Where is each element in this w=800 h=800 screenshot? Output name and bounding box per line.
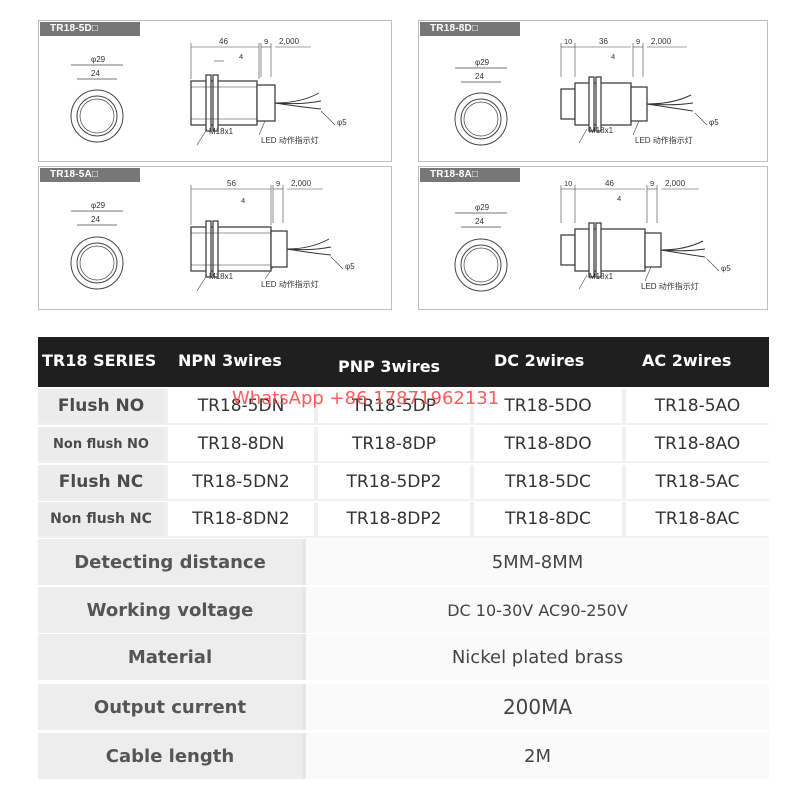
cell-pnp: TR18-8DP (318, 427, 470, 461)
cell-npn: TR18-8DN (168, 427, 314, 461)
cell-dc: TR18-8DO (474, 427, 622, 461)
svg-text:φ5: φ5 (345, 262, 355, 271)
svg-text:LED 动作指示灯: LED 动作指示灯 (261, 279, 319, 289)
svg-text:φ5: φ5 (709, 118, 719, 127)
table-row: Flush NO TR18-5DN TR18-5DP TR18-5DO TR18… (38, 389, 769, 425)
svg-text:4: 4 (611, 52, 615, 61)
svg-text:φ29: φ29 (91, 201, 106, 210)
cell-ac: TR18-8AO (626, 427, 769, 461)
cell-pnp: TR18-8DP2 (318, 502, 470, 536)
cell-dc: TR18-5DO (474, 389, 622, 423)
property-label: Detecting distance (38, 539, 302, 585)
svg-text:2,000: 2,000 (665, 179, 686, 188)
drawing-panel-tr18-5a: TR18-5A□ φ29 24 56 4 9 2,000 (38, 166, 392, 310)
svg-text:φ29: φ29 (91, 55, 106, 64)
svg-text:10: 10 (564, 37, 572, 46)
sensor-drawing: φ29 24 46 4 9 2,000 M18x1 (70, 37, 347, 146)
header-dc: DC 2wires (494, 351, 585, 370)
table-row: Flush NC TR18-5DN2 TR18-5DP2 TR18-5DC TR… (38, 465, 769, 501)
cell-dc: TR18-8DC (474, 502, 622, 536)
header-npn: NPN 3wires (178, 351, 282, 370)
svg-text:9: 9 (636, 37, 640, 46)
property-value: 200MA (306, 684, 769, 730)
row-label: Flush NO (38, 389, 164, 423)
header-ac: AC 2wires (642, 351, 732, 370)
property-value: Nickel plated brass (306, 634, 769, 680)
panel-title: TR18-8D□ (420, 22, 520, 36)
property-label: Cable length (38, 733, 302, 779)
row-label: Non flush NC (38, 502, 164, 536)
svg-text:24: 24 (91, 69, 100, 78)
property-row: Output current 200MA (38, 684, 769, 730)
svg-text:4: 4 (239, 52, 243, 61)
row-label: Flush NC (38, 465, 164, 499)
property-row: Detecting distance 5MM-8MM (38, 539, 769, 585)
svg-text:φ5: φ5 (337, 118, 347, 127)
panel-title: TR18-5A□ (40, 168, 140, 182)
svg-text:10: 10 (564, 179, 572, 188)
cell-dc: TR18-5DC (474, 465, 622, 499)
row-label: Non flush NO (38, 427, 164, 461)
svg-text:36: 36 (599, 37, 608, 46)
dimension-drawings: TR18-5D□ φ29 24 46 4 9 (0, 0, 800, 330)
panel-title: TR18-8A□ (420, 168, 520, 182)
svg-text:9: 9 (650, 179, 654, 188)
property-row: Material Nickel plated brass (38, 634, 769, 680)
svg-text:LED 动作指示灯: LED 动作指示灯 (641, 281, 699, 291)
sensor-drawing: φ29 24 10 36 4 9 2,000 M18x1 (454, 37, 719, 146)
table-header: TR18 SERIES NPN 3wires PNP 3wires DC 2wi… (38, 337, 769, 387)
cell-pnp: TR18-5DP (318, 389, 470, 423)
svg-text:9: 9 (276, 179, 280, 188)
svg-text:LED 动作指示灯: LED 动作指示灯 (635, 135, 693, 145)
svg-text:24: 24 (91, 215, 100, 224)
header-series: TR18 SERIES (42, 351, 157, 370)
svg-text:φ29: φ29 (475, 203, 490, 212)
table-row: Non flush NO TR18-8DN TR18-8DP TR18-8DO … (38, 427, 769, 463)
property-label: Material (38, 634, 302, 680)
cell-npn: TR18-5DN2 (168, 465, 314, 499)
property-row: Cable length 2M (38, 733, 769, 779)
svg-text:φ5: φ5 (721, 264, 731, 273)
property-value: 2M (306, 733, 769, 779)
svg-text:24: 24 (475, 217, 484, 226)
panel-title: TR18-5D□ (40, 22, 140, 36)
svg-text:2,000: 2,000 (291, 179, 312, 188)
svg-text:46: 46 (219, 37, 228, 46)
property-row: Working voltage DC 10-30V AC90-250V (38, 587, 769, 633)
table-row: Non flush NC TR18-8DN2 TR18-8DP2 TR18-8D… (38, 502, 769, 538)
drawing-panel-tr18-8a: TR18-8A□ φ29 24 10 46 4 9 2,000 (418, 166, 768, 310)
property-label: Working voltage (38, 587, 302, 633)
svg-text:4: 4 (241, 196, 245, 205)
cell-pnp: TR18-5DP2 (318, 465, 470, 499)
cell-ac: TR18-5AO (626, 389, 769, 423)
property-value: 5MM-8MM (306, 539, 769, 585)
cell-npn: TR18-5DN (168, 389, 314, 423)
svg-text:M18x1: M18x1 (589, 272, 614, 281)
svg-text:2,000: 2,000 (651, 37, 672, 46)
svg-text:9: 9 (264, 37, 268, 46)
cell-ac: TR18-8AC (626, 502, 769, 536)
svg-text:4: 4 (617, 194, 621, 203)
svg-text:56: 56 (227, 179, 236, 188)
svg-text:46: 46 (605, 179, 614, 188)
property-label: Output current (38, 684, 302, 730)
svg-text:LED 动作指示灯: LED 动作指示灯 (261, 135, 319, 145)
sensor-drawing: φ29 24 10 46 4 9 2,000 M18x1 (454, 179, 731, 292)
drawing-panel-tr18-5d: TR18-5D□ φ29 24 46 4 9 (38, 20, 392, 162)
svg-text:M18x1: M18x1 (209, 272, 234, 281)
drawing-panel-tr18-8d: TR18-8D□ φ29 24 10 36 4 9 2,000 (418, 20, 768, 162)
watermark-text: WhatsApp +86 17871962131 (232, 388, 500, 409)
cell-ac: TR18-5AC (626, 465, 769, 499)
svg-text:2,000: 2,000 (279, 37, 300, 46)
header-pnp: PNP 3wires (338, 357, 441, 376)
svg-text:M18x1: M18x1 (209, 127, 234, 136)
cell-npn: TR18-8DN2 (168, 502, 314, 536)
svg-text:M18x1: M18x1 (589, 126, 614, 135)
property-value: DC 10-30V AC90-250V (306, 587, 769, 633)
sensor-drawing: φ29 24 56 4 9 2,000 M18x1 LED 动作 (70, 179, 355, 292)
svg-text:24: 24 (475, 72, 484, 81)
svg-text:φ29: φ29 (475, 58, 490, 67)
